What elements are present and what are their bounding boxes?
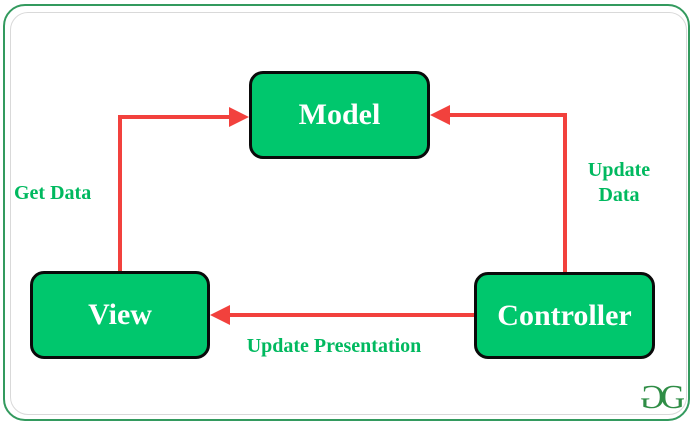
logo-letter-g: G [660,379,685,416]
node-controller: Controller [474,272,655,359]
node-controller-label: Controller [497,298,632,332]
edge-label-get-data: Get Data [14,182,92,204]
node-model-label: Model [298,98,381,131]
logo-letter-mirrored-g: G [641,379,665,416]
outer-frame [3,4,690,421]
geeksforgeeks-logo: GG [641,379,685,416]
get-data-arrow-line [118,115,240,271]
update-data-arrowhead-icon [430,105,450,125]
edge-label-update-data: Update Data [587,159,651,206]
edge-label-update-presentation: Update Presentation [246,335,422,357]
node-view: View [30,271,210,359]
update-data-arrow-line [439,113,567,272]
node-model: Model [249,71,430,159]
get-data-arrowhead-icon [229,107,249,127]
node-view-label: View [88,298,152,331]
inner-card [10,12,687,415]
update-presentation-arrowhead-icon [210,305,230,325]
